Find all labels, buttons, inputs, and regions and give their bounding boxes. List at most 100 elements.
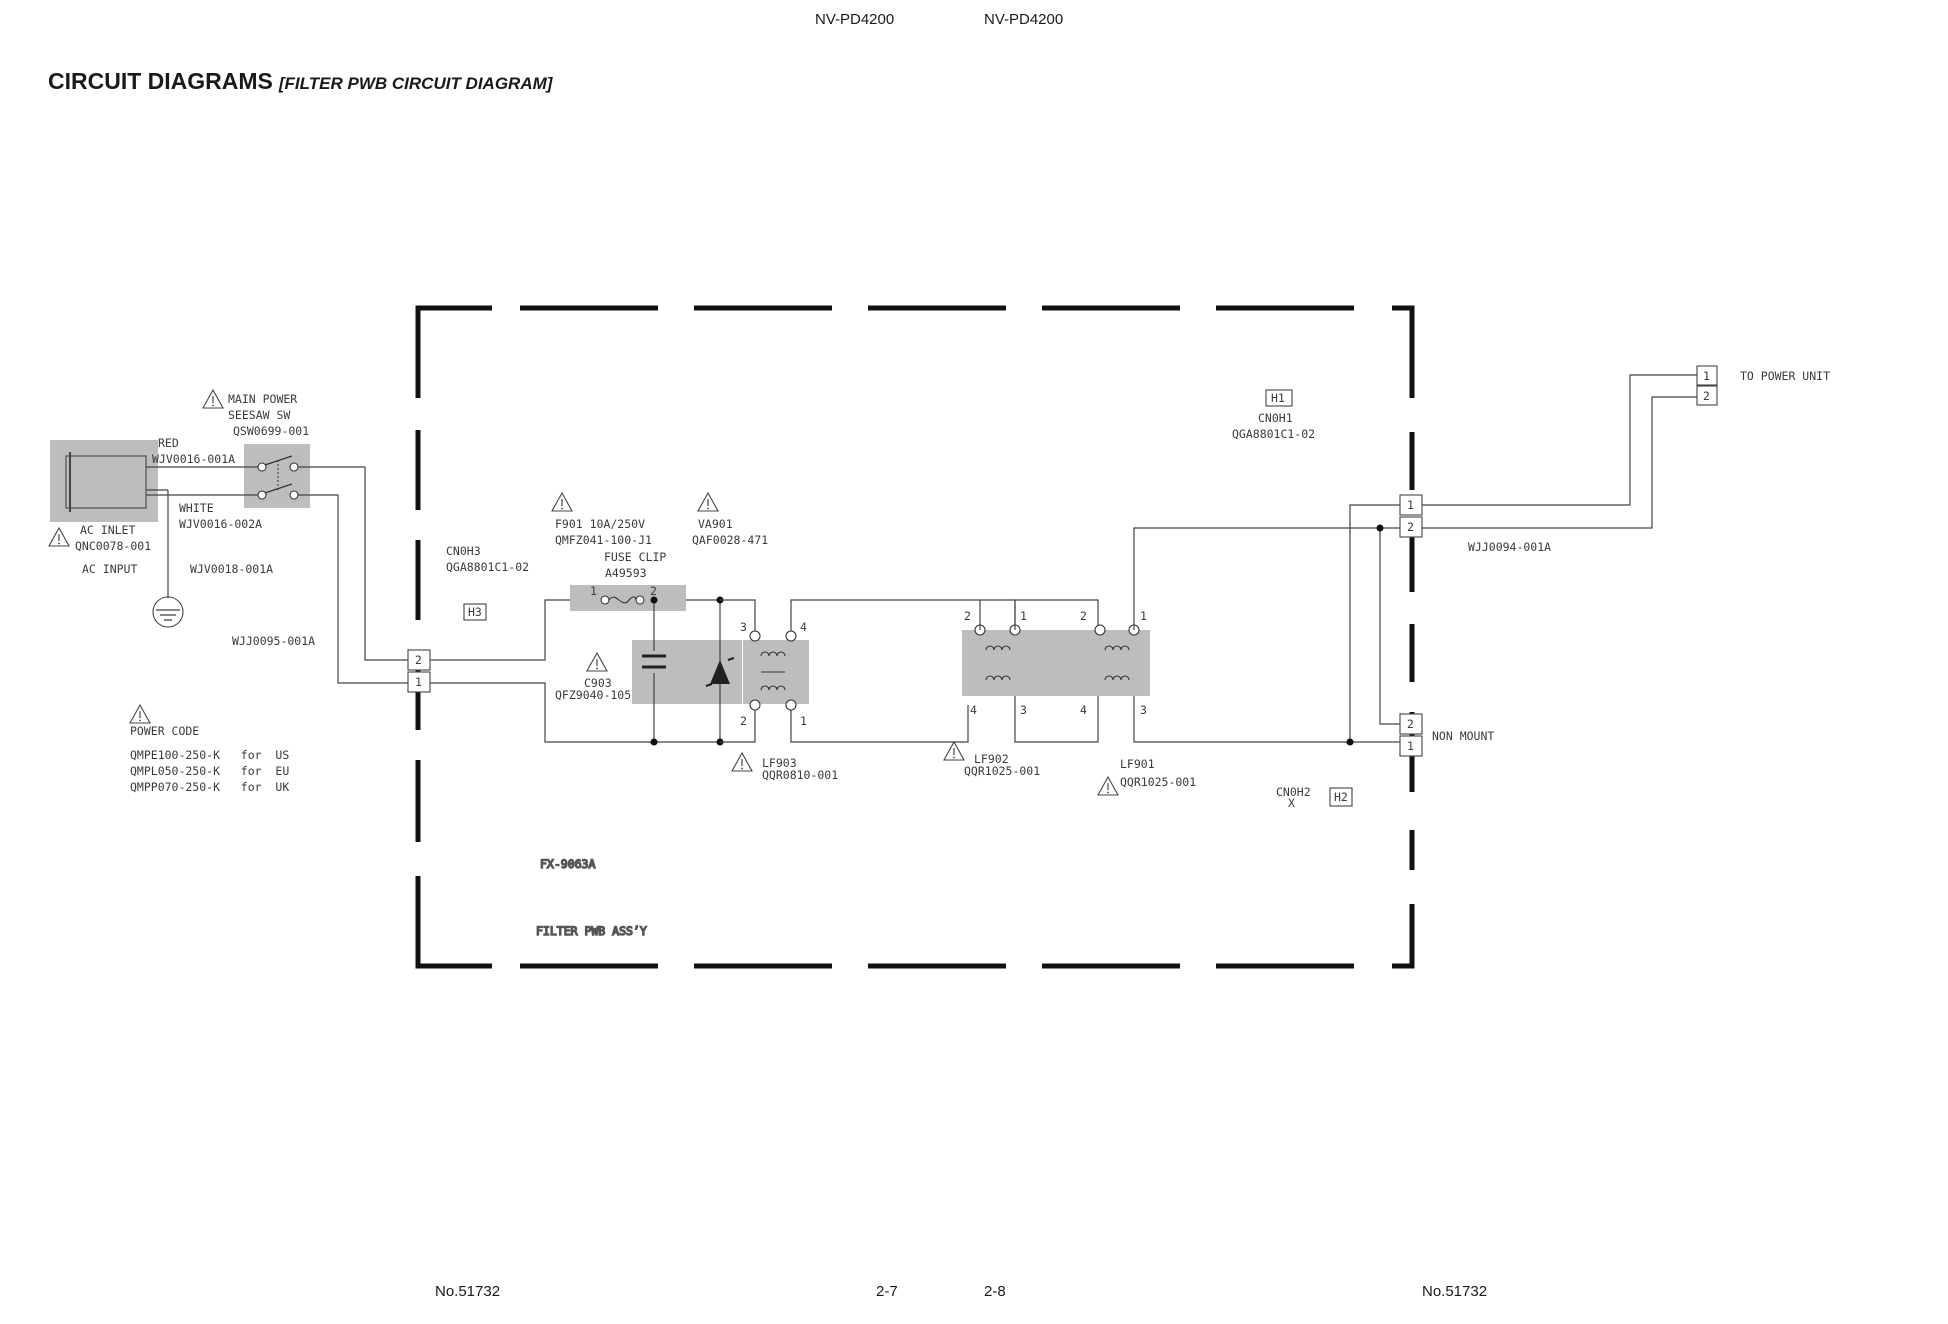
red-wire-label: RED [158,436,179,450]
power-unit-pin-2: 2 [1703,389,1710,403]
power-code-eu: QMPL050-250-K for EU [130,764,289,778]
lf901-pin-1: 1 [1140,609,1147,623]
c903-part: QFZ9040-105 [555,688,631,702]
capacitor-icon [642,651,666,673]
switch-wire-upper [298,466,412,661]
warning-icon [697,492,719,512]
ac-inlet-part: QNC0078-001 [75,539,151,553]
h3-label: H3 [468,605,482,619]
lf902-pin-3: 3 [1020,703,1027,717]
lf903-pin-4: 4 [800,620,807,634]
fuse-clip-label: FUSE CLIP [604,550,666,564]
wjj0095-label: WJJ0095-001A [232,634,315,648]
lf901-out-top [1133,527,1403,630]
wjj0094-label: WJJ0094-001A [1468,540,1551,554]
footer-page-right: 2-8 [984,1283,1006,1300]
cn0h2-label: CN0H2 [1276,785,1311,799]
va901-part: QAF0028-471 [692,533,768,547]
warning-icon [202,389,224,409]
title-sub: [FILTER PWB CIRCUIT DIAGRAM] [278,74,553,93]
c903-label: C903 [584,676,612,690]
non-mount-label: NON MOUNT [1432,729,1494,743]
lf903-pin-3: 3 [740,620,747,634]
lf901-pin-2: 2 [1080,609,1087,623]
lf901-pin-3: 3 [1140,703,1147,717]
lf901-pin-4: 4 [1080,703,1087,717]
warning-icon [48,527,70,547]
filter-gap-block [1028,630,1084,696]
line-neutral [430,682,720,743]
fuse-clip-part: A49593 [605,566,647,580]
lf901-out-bottom [1133,696,1403,743]
lf903-part: QQR0810-001 [762,768,838,782]
power-unit-pin-1: 1 [1703,369,1710,383]
junction-dot [650,596,658,604]
lf903-pin-1: 1 [800,714,807,728]
fuse-block [570,585,686,611]
lf903-wire-in-bottom [720,705,756,743]
lf901-block [1084,630,1150,696]
cn0h3-label: CN0H3 [446,544,481,558]
cn0h1-part: QGA8801C1-02 [1232,427,1315,441]
h1-marker [1265,389,1293,407]
ground-wire-label: WJV0018-001A [190,562,273,576]
cn0h2-connector [1399,713,1423,757]
power-unit-wire-2 [1422,396,1697,529]
footer-page-left: 2-7 [876,1283,898,1300]
lf903-pin-2: 2 [740,714,747,728]
junction-dot [1376,524,1384,532]
page-title: CIRCUIT DIAGRAMS [FILTER PWB CIRCUIT DIAG… [48,68,552,95]
lf903-lf902-bottom [790,705,969,743]
cn0h3-connector [407,649,431,693]
ac-input-label: AC INPUT [82,562,137,576]
header-model-left: NV-PD4200 [815,11,895,28]
lf902-part: QQR1025-001 [964,764,1040,778]
main-power-part: QSW0699-001 [233,424,309,438]
warning-icon [731,752,753,772]
footer-number-left: No.51732 [435,1283,501,1300]
lf902-label: LF902 [974,752,1009,766]
warning-icon [586,652,608,672]
cn0h3-pin-2: 2 [415,653,422,667]
to-power-unit-label: TO POWER UNIT [1740,369,1830,383]
cn0h1-label: CN0H1 [1258,411,1293,425]
lf902-lf901-top [1014,599,1099,630]
title-main: CIRCUIT DIAGRAMS [48,68,273,94]
main-power-label: MAIN POWER [228,392,297,406]
power-unit-wire-1 [1422,374,1697,506]
ac-inlet-socket [65,455,147,509]
warning-icon [943,741,965,761]
lf902-pin-4: 4 [970,703,977,717]
cn0h1-pin-2: 2 [1407,520,1414,534]
cn0h3-pin-1: 1 [415,675,422,689]
h3-marker [463,603,487,621]
warning-icon [129,704,151,724]
h2-marker [1329,787,1353,807]
fuse-pin-2: 2 [650,584,657,598]
cn0h2-pin-1: 1 [1407,739,1414,753]
main-power-switch [257,455,299,500]
lf902-pin-1: 1 [1020,609,1027,623]
lf902-lf901-bottom [1014,696,1099,743]
lf903-label: LF903 [762,756,797,770]
h1-label: H1 [1271,391,1285,405]
white-wire-part: WJV0016-002A [179,517,262,531]
header-model-right: NV-PD4200 [984,11,1064,28]
fuse-icon [600,595,645,605]
lf903-coils [749,630,797,711]
varistor-icon [705,657,735,687]
footer-number-right: No.51732 [1422,1283,1488,1300]
board-outline [415,305,1415,969]
warning-icon [551,492,573,512]
ground-icon [152,596,184,628]
cn0h2-value: X [1288,796,1295,810]
main-power-type: SEESAW SW [228,408,290,422]
lf903-wire-in-top [720,599,756,636]
white-wire-label: WHITE [179,501,214,515]
power-code-us: QMPE100-250-K for US [130,748,289,762]
f901-label: F901 10A/250V [555,517,645,531]
red-wire-part: WJV0016-001A [152,452,235,466]
power-code-title: POWER CODE [130,724,199,738]
ac-inlet-label: AC INLET [80,523,135,537]
